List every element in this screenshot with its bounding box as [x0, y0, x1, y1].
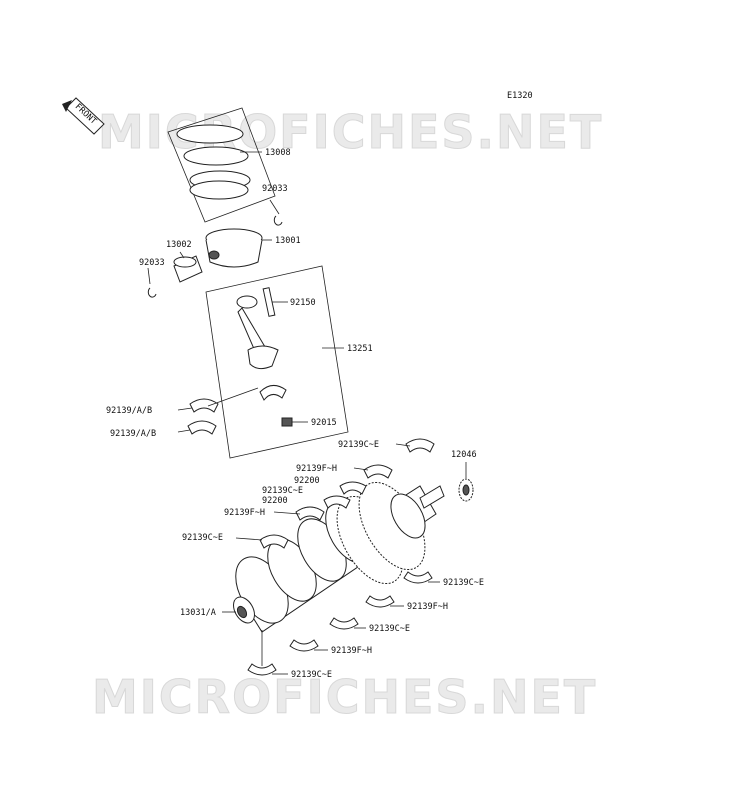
label-92139ce-5: 92139C~E	[369, 624, 410, 634]
piston	[205, 228, 272, 268]
circlip-right	[273, 215, 283, 226]
circlip-left	[147, 287, 157, 298]
label-92033-a: 92033	[262, 184, 288, 194]
label-92200-b: 92200	[262, 496, 288, 506]
label-13031a: 13031/A	[180, 608, 216, 618]
label-92139ce-2: 92139C~E	[262, 486, 303, 496]
crankshaft	[222, 481, 445, 633]
piston-rings	[167, 107, 276, 223]
label-13251: 13251	[347, 344, 373, 354]
label-92033-b: 92033	[139, 258, 165, 268]
label-13002: 13002	[166, 240, 192, 250]
piston-pin	[173, 251, 203, 283]
label-92150: 92150	[290, 298, 316, 308]
label-92139ab-1: 92139/A/B	[106, 406, 152, 416]
label-92015: 92015	[311, 418, 337, 428]
label-92139ce-3: 92139C~E	[182, 533, 223, 543]
label-92139ce-4: 92139C~E	[443, 578, 484, 588]
label-92139fh-1: 92139F~H	[296, 464, 337, 474]
diagram-code: E1320	[507, 91, 533, 101]
main-bearing-shells	[235, 438, 440, 676]
label-92139ce-6: 92139C~E	[291, 670, 332, 680]
watermark-bottom: MICROFICHES.NET	[92, 670, 597, 724]
connecting-rod	[205, 265, 349, 459]
label-12046: 12046	[451, 450, 477, 460]
label-92200-a: 92200	[294, 476, 320, 486]
label-13001: 13001	[275, 236, 301, 246]
label-92139ce-1: 92139C~E	[338, 440, 379, 450]
label-92139ab-2: 92139/A/B	[110, 429, 156, 439]
label-92139fh-4: 92139F~H	[331, 646, 372, 656]
label-92139fh-2: 92139F~H	[224, 508, 265, 518]
watermark-top: MICROFICHES.NET	[98, 105, 603, 159]
label-92139fh-3: 92139F~H	[407, 602, 448, 612]
rod-bearing-shells	[177, 387, 259, 435]
crank-gear	[458, 462, 474, 502]
label-13008: 13008	[265, 148, 291, 158]
